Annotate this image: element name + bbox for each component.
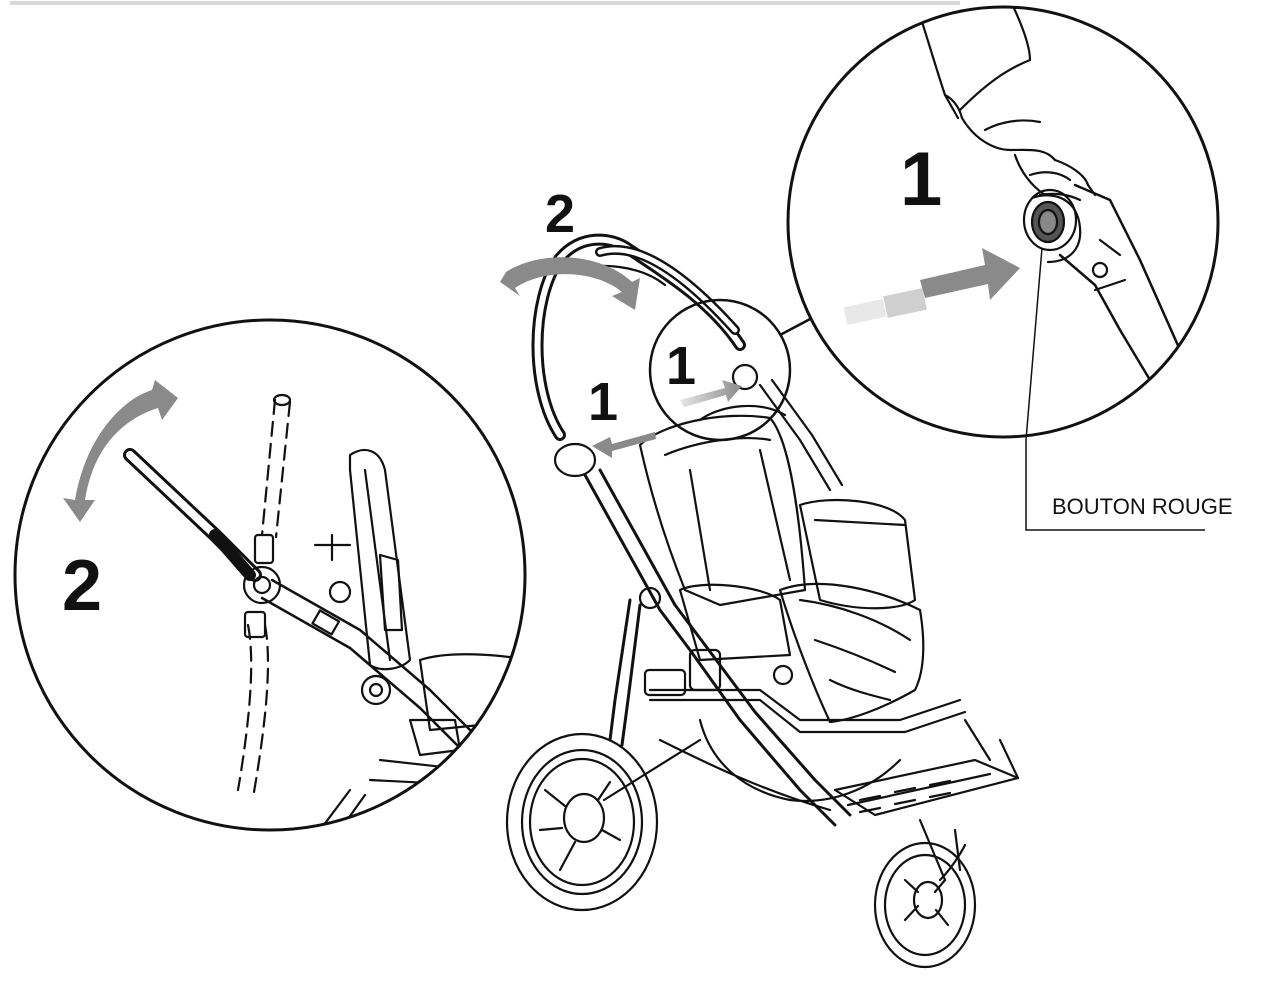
footrest [833,718,1020,817]
right-detail-view: 1 [786,5,1220,439]
left-detail-circle [13,318,527,832]
left-detail-view: 2 [13,318,527,832]
label-main-step2: 2 [545,184,575,244]
seat-cushion-side [418,653,525,732]
hand-illustration [913,7,1097,202]
callout-bouton-rouge: BOUTON ROUGE [1052,494,1233,519]
seat-cushion [778,582,925,724]
detail-focus-circle [648,298,792,442]
red-button [1022,188,1082,264]
right-handle-joint [731,363,759,391]
label-right-step1: 1 [900,137,942,222]
handle-alternate-position [236,398,292,794]
seat-back [638,414,807,607]
rear-wheel [505,732,659,912]
rotate-arrow-left [63,380,178,522]
callout-connector [779,316,813,337]
label-main-step1-left: 1 [588,372,618,432]
main-arrows [500,257,742,458]
press-arrow-left [592,432,656,458]
callout-leader [1025,247,1205,531]
front-wheel [873,841,977,969]
right-detail-circle [786,5,1220,439]
handle-solid [123,448,262,582]
seat-back-side [348,448,412,671]
label-main-step1-right: 1 [666,336,696,396]
press-arrow-right [680,380,742,407]
fold-mechanism [643,668,687,697]
armrest [678,583,792,662]
rotate-arrow-main [500,257,640,310]
side-cushion [798,498,917,610]
press-arrow-detail [843,248,1020,325]
left-handle-joint [553,442,597,478]
label-left-step2: 2 [62,546,102,626]
